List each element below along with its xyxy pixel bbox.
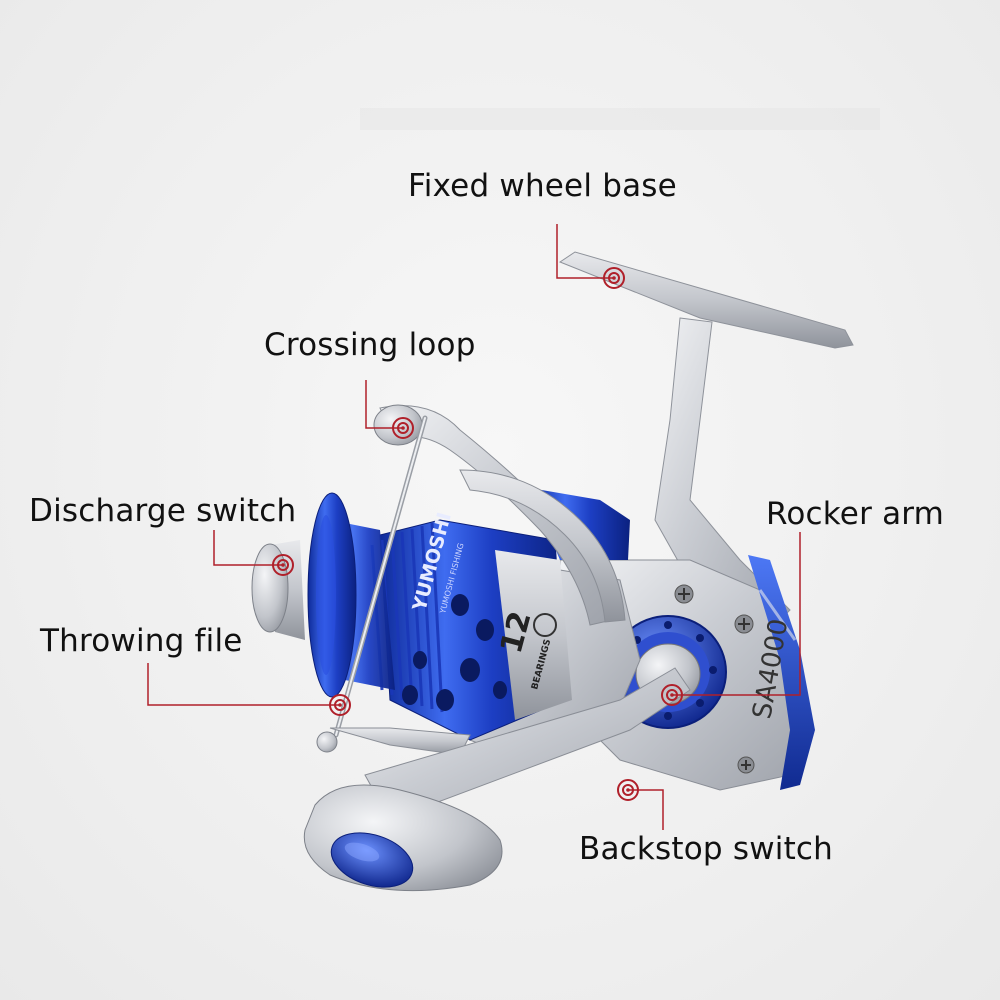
- leader-discharge-switch: [213, 530, 283, 566]
- leader-backstop-switch: [628, 789, 664, 830]
- target-markers: [272, 267, 683, 801]
- label-discharge-switch: Discharge switch: [29, 493, 297, 529]
- bearing-icon: [533, 613, 557, 637]
- target-icon: [272, 554, 294, 576]
- leader-throwing-file: [147, 663, 340, 706]
- faint-watermark: [360, 108, 880, 130]
- target-icon: [392, 417, 414, 439]
- target-icon: [661, 684, 683, 706]
- label-fixed-wheel-base: Fixed wheel base: [408, 168, 677, 204]
- label-crossing-loop: Crossing loop: [264, 327, 476, 363]
- leader-lines: [147, 224, 801, 830]
- leader-fixed-wheel-base: [556, 224, 614, 279]
- target-icon: [617, 779, 639, 801]
- label-throwing-file: Throwing file: [40, 623, 243, 659]
- label-backstop-switch: Backstop switch: [579, 831, 834, 867]
- leader-crossing-loop: [365, 380, 403, 429]
- crank-handle: [303, 667, 691, 892]
- leader-rocker-arm: [672, 532, 801, 696]
- target-icon: [329, 694, 351, 716]
- target-icon: [603, 267, 625, 289]
- label-rocker-arm: Rocker arm: [766, 496, 945, 532]
